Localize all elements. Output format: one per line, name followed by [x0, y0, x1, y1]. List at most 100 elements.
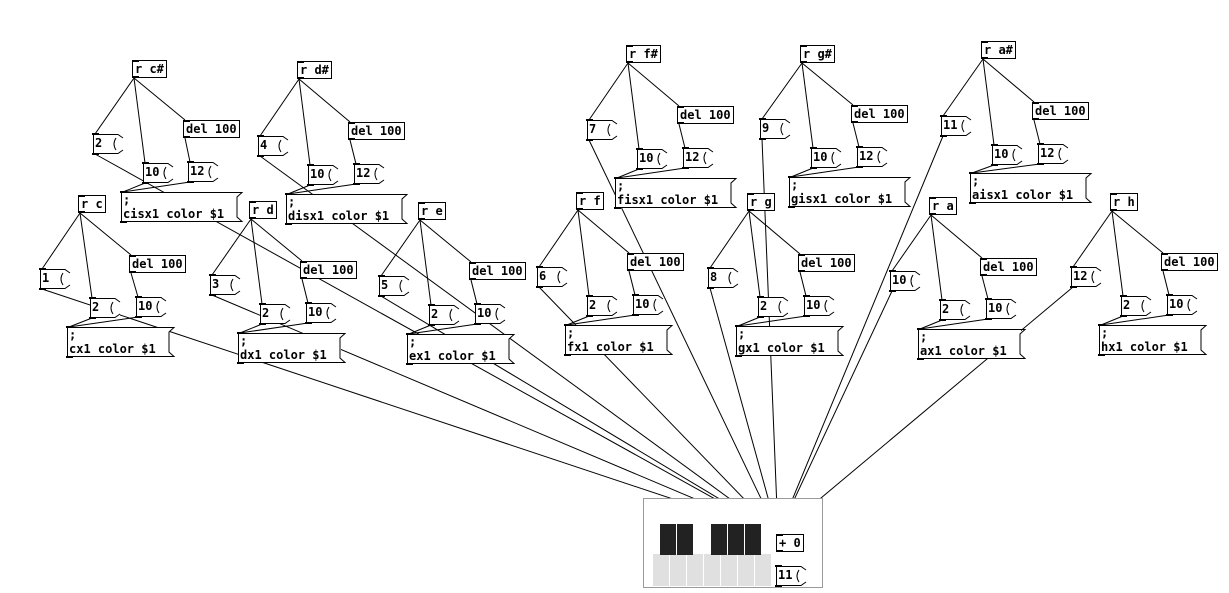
white-key[interactable]	[755, 554, 771, 586]
number-box[interactable]: 10	[803, 295, 835, 317]
patch-cord[interactable]	[259, 78, 300, 137]
patch-cord[interactable]	[616, 167, 686, 179]
patch-cord[interactable]	[777, 286, 1074, 535]
number-box[interactable]: 10	[474, 303, 506, 325]
number-box[interactable]: 10	[985, 298, 1017, 320]
patch-cord[interactable]	[971, 163, 1041, 174]
patch-cord[interactable]	[1111, 210, 1124, 297]
patch-cord[interactable]	[419, 219, 432, 306]
number-box[interactable]: 12	[353, 163, 385, 185]
patch-cord[interactable]	[298, 78, 311, 166]
message-box[interactable]: ; disx1 color $1	[284, 193, 409, 225]
patch-cord[interactable]	[790, 166, 860, 178]
patch-cord[interactable]	[627, 62, 640, 150]
patch-cord[interactable]	[250, 218, 263, 305]
patch-cord[interactable]	[184, 137, 191, 163]
message-box[interactable]: ; cisx1 color $1	[119, 191, 244, 223]
patch-cord[interactable]	[470, 279, 478, 305]
message-box[interactable]: ; gx1 color $1	[735, 325, 845, 357]
patch-cord[interactable]	[627, 62, 680, 107]
black-key[interactable]	[745, 524, 761, 555]
object-box[interactable]: r c	[78, 195, 106, 213]
object-box[interactable]: del 100	[980, 258, 1037, 276]
object-box[interactable]: r f	[576, 192, 604, 210]
black-key[interactable]	[711, 524, 727, 555]
object-box[interactable]: r h	[1110, 193, 1138, 211]
patch-cord[interactable]	[130, 272, 139, 298]
white-key[interactable]	[670, 554, 686, 586]
patch-cord[interactable]	[628, 270, 636, 296]
patch-cord[interactable]	[1072, 210, 1113, 268]
white-key[interactable]	[704, 554, 720, 586]
number-box[interactable]: 12	[856, 146, 888, 168]
message-box[interactable]: ; ex1 color $1	[406, 333, 516, 365]
message-box[interactable]: ; hx1 color $1	[1098, 324, 1208, 356]
patch-cord[interactable]	[538, 209, 579, 268]
object-box[interactable]: del 100	[183, 120, 240, 138]
number-box[interactable]: 12	[682, 147, 714, 169]
object-box[interactable]: r e	[418, 202, 446, 220]
object-box[interactable]: r a	[929, 197, 957, 215]
patch-cord[interactable]	[799, 271, 807, 297]
patch-cord[interactable]	[748, 210, 761, 298]
number-box[interactable]: 2	[92, 133, 124, 155]
number-box[interactable]: 10	[1166, 294, 1198, 316]
message-box[interactable]: ; ax1 color $1	[917, 328, 1027, 360]
number-box[interactable]: 3	[209, 274, 241, 296]
number-box[interactable]: 2	[89, 297, 121, 319]
patch-cord[interactable]	[709, 210, 750, 269]
number-box[interactable]: 12	[1070, 266, 1102, 288]
object-box[interactable]: del 100	[627, 253, 684, 271]
white-key[interactable]	[738, 554, 754, 586]
patch-cord[interactable]	[298, 78, 351, 123]
patch-cord[interactable]	[349, 139, 357, 165]
message-box[interactable]: ; gisx1 color $1	[787, 176, 912, 208]
object-box[interactable]: r a#	[981, 41, 1016, 59]
number-box[interactable]: 2	[259, 303, 291, 325]
patch-cord[interactable]	[211, 218, 252, 276]
number-box[interactable]: 7	[586, 119, 618, 141]
patch-cord[interactable]	[891, 214, 932, 272]
patch-cord[interactable]	[801, 62, 854, 106]
number-box[interactable]: 2	[939, 299, 971, 321]
object-box[interactable]: r c#	[132, 60, 167, 78]
white-key[interactable]	[721, 554, 737, 586]
black-key[interactable]	[677, 524, 693, 555]
patch-cord[interactable]	[133, 77, 186, 121]
patch-cord[interactable]	[239, 322, 309, 334]
patch-cord[interactable]	[79, 212, 93, 299]
number-box[interactable]: 2	[757, 296, 789, 318]
number-box[interactable]: 10	[991, 144, 1023, 166]
number-box[interactable]: 10	[632, 294, 664, 316]
black-key[interactable]	[660, 524, 676, 555]
number-box[interactable]: 4	[257, 135, 289, 157]
object-box[interactable]: r g	[747, 193, 775, 211]
patch-cord[interactable]	[41, 212, 81, 270]
number-box[interactable]: 10	[810, 147, 842, 169]
message-box[interactable]: ; dx1 color $1	[237, 332, 347, 364]
patch-cord[interactable]	[1033, 119, 1041, 145]
number-box[interactable]: 12	[187, 161, 219, 183]
message-box[interactable]: ; cx1 color $1	[66, 326, 176, 358]
object-box[interactable]: + 0	[776, 534, 804, 552]
number-box[interactable]: 10	[307, 164, 339, 186]
patch-cord[interactable]	[250, 218, 303, 262]
patch-cord[interactable]	[982, 58, 1035, 103]
number-box[interactable]: 12	[1037, 143, 1069, 165]
black-key[interactable]	[728, 524, 744, 555]
number-box[interactable]: 8	[707, 267, 739, 289]
white-key[interactable]	[687, 554, 703, 586]
number-box[interactable]: 10	[142, 162, 174, 184]
patch-cord[interactable]	[287, 183, 357, 195]
patch-cord[interactable]	[419, 219, 472, 263]
object-box[interactable]: del 100	[798, 254, 855, 272]
patch-cord[interactable]	[982, 58, 995, 146]
white-key[interactable]	[653, 554, 669, 586]
patch-cord[interactable]	[737, 315, 807, 327]
patch-cord[interactable]	[301, 278, 309, 304]
patch-cord[interactable]	[942, 58, 984, 117]
object-box[interactable]: r d#	[297, 61, 332, 79]
number-box[interactable]: 10	[305, 302, 337, 324]
patch-cord[interactable]	[122, 181, 191, 193]
